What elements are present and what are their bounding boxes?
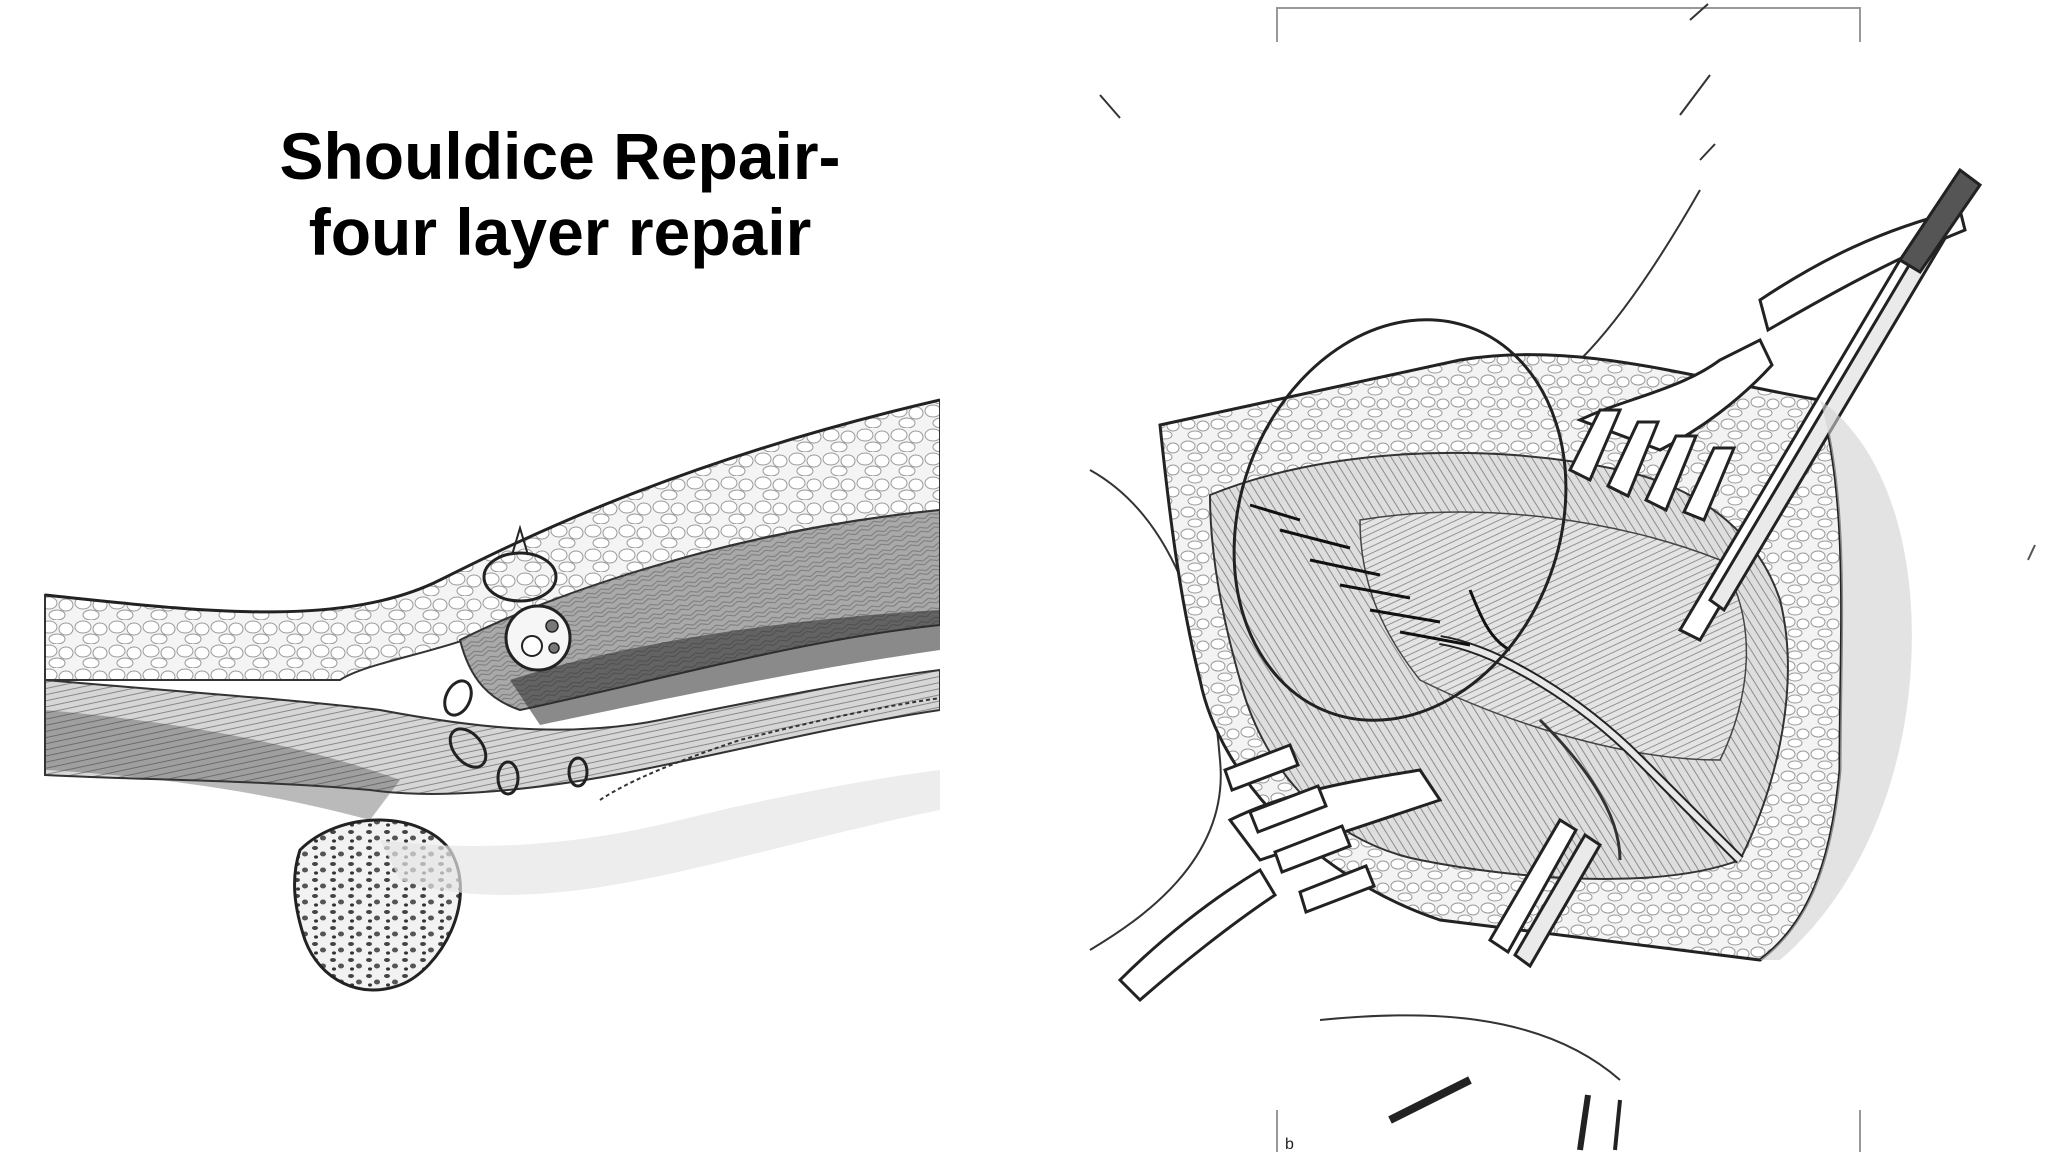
slide-title-line-2: four layer repair xyxy=(308,195,812,270)
panel-label-b: b xyxy=(1285,1136,1294,1153)
slide-title: Shouldice Repair- four layer repair xyxy=(200,118,920,270)
inguinal-cross-section-illustration xyxy=(40,380,940,1000)
operative-field-illustration xyxy=(1060,0,2040,1152)
slide-title-line-1: Shouldice Repair- xyxy=(279,119,841,194)
cross-section-drawing xyxy=(44,398,940,992)
operative-field-drawing xyxy=(1089,3,2036,1152)
